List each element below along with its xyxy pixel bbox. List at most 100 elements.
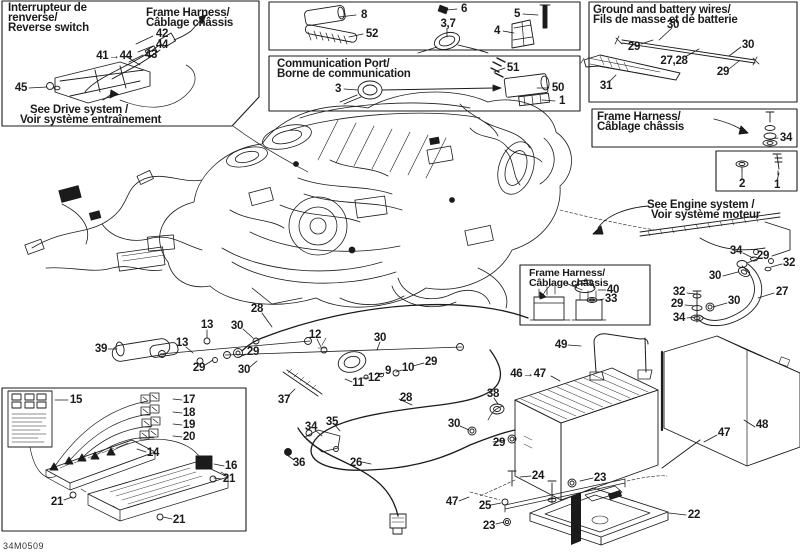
small-parts-drawing	[304, 4, 551, 54]
part-callout-29: 29	[670, 298, 684, 310]
part-callout-48: 48	[755, 419, 769, 431]
part-callout-34: 34	[672, 312, 686, 324]
battery-drawing	[514, 333, 659, 501]
part-callout-11: 11	[352, 377, 364, 389]
part-callout-34: 34	[729, 245, 743, 257]
battery-tray-drawing	[469, 470, 669, 546]
wiring-harness-drawing	[24, 170, 203, 272]
part-callout-30: 30	[708, 270, 722, 282]
part-callout-29: 29	[492, 437, 506, 449]
part-callout-13: 13	[175, 337, 189, 349]
battery-cable-27-drawing	[690, 260, 763, 327]
part-callout-19: 19	[182, 419, 196, 431]
part-callout-47: 47	[717, 427, 731, 439]
part-callout-29: 29	[756, 250, 770, 262]
part-callout-12: 12	[367, 372, 381, 384]
part-callout-33: 33	[604, 293, 618, 305]
part-callout-29: 29	[192, 362, 206, 374]
part-callout-8: 8	[360, 9, 368, 21]
reverse-switch-box	[1, 0, 260, 127]
frame-harness-right-title-line1: Frame Harness/	[597, 111, 681, 123]
reverse-switch-harness-line2: Câblage châssis	[146, 17, 234, 29]
part-callout-36: 36	[292, 457, 306, 469]
communication-port-title-line2: Borne de communication	[277, 68, 411, 80]
part-callout-49: 49	[554, 339, 568, 351]
see-engine-note-line1: See Engine system /	[647, 199, 755, 211]
see-drive-note-line2: Voir système entraînement	[20, 114, 162, 126]
part-callout-6: 6	[460, 3, 468, 15]
part-callout-44: 44	[155, 39, 169, 51]
frame-harness-mid-drawing	[529, 279, 607, 321]
part-callout-40: 40	[606, 284, 620, 296]
frame-harness-right-drawing	[713, 111, 778, 147]
reverse-switch-title-line3: Reverse switch	[8, 22, 89, 34]
part-callout-18: 18	[182, 407, 196, 419]
part-callout-42: 42	[155, 28, 169, 40]
part-callout-24: 24	[531, 470, 545, 482]
part-callout-28: 28	[250, 303, 264, 315]
part-callout-31: 31	[599, 80, 613, 92]
part-callout-13: 13	[200, 319, 214, 331]
part-callout-26: 26	[349, 457, 363, 469]
cable-hardware-drawing	[111, 337, 517, 535]
ground-battery-box	[588, 1, 798, 103]
part-callout-10: 10	[401, 362, 415, 374]
reverse-switch-drawing	[46, 14, 309, 173]
part-callout-50: 50	[551, 82, 565, 94]
frame-harness-mid-title-line2: Câblage châssis	[529, 277, 609, 289]
see-engine-arrow	[592, 205, 649, 235]
part-callout-27: 27	[775, 286, 789, 298]
part-callout-1: 1	[773, 179, 781, 191]
part-callout-29: 29	[716, 66, 730, 78]
part-callout-34: 34	[304, 421, 318, 433]
part-callout-51: 51	[506, 62, 520, 74]
part-callout-27-28: 27,28	[660, 55, 688, 67]
part-callout-14: 14	[146, 447, 160, 459]
part-callout-4: 4	[493, 25, 501, 37]
see-drive-note-line1: See Drive system /	[30, 104, 129, 116]
part-callout-3: 3	[334, 83, 342, 95]
part-callout-45: 45	[14, 82, 28, 94]
part-callout-21: 21	[222, 473, 236, 485]
part-callout-23: 23	[482, 520, 496, 532]
reverse-switch-title-line2: renverse/	[8, 12, 58, 24]
part-callout-47: 47	[445, 496, 459, 508]
part-callout-5: 5	[513, 8, 521, 20]
part-callout-12: 12	[308, 329, 322, 341]
part-callout-39: 39	[94, 343, 108, 355]
part-callout-23: 23	[593, 472, 607, 484]
part-callout-30: 30	[727, 295, 741, 307]
part-callout-28: 28	[399, 392, 413, 404]
washer-bolt-box	[715, 150, 798, 192]
part-callout-41-44: 41→44	[96, 50, 132, 62]
part-callout-30: 30	[230, 320, 244, 332]
ground-battery-drawing	[580, 35, 760, 81]
ground-battery-title-line2: Fils de masse et de batterie	[593, 14, 738, 26]
part-callout-43: 43	[144, 49, 158, 61]
reverse-switch-harness-line1: Frame Harness/	[146, 7, 230, 19]
part-callout-52: 52	[365, 28, 379, 40]
communication-port-box	[268, 55, 581, 112]
part-callout-30: 30	[373, 332, 387, 344]
part-callout-30: 30	[447, 418, 461, 430]
communication-port-drawing	[339, 57, 550, 107]
frame-harness-mid-title-line1: Frame Harness/	[529, 267, 605, 279]
part-callout-30: 30	[666, 19, 680, 31]
part-callout-30: 30	[741, 39, 755, 51]
battery-cover-drawing	[660, 335, 800, 469]
part-callout-21: 21	[172, 514, 186, 526]
frame-harness-right-box	[591, 108, 798, 148]
part-callout-21: 21	[50, 496, 64, 508]
part-callout-35: 35	[325, 416, 339, 428]
part-callout-16: 16	[224, 460, 238, 472]
part-callout-29: 29	[246, 346, 260, 358]
part-callout-1: 1	[558, 95, 566, 107]
small-parts-box	[268, 1, 581, 51]
part-callout-9: 9	[384, 365, 392, 377]
cables-drawing	[159, 303, 529, 517]
part-callout-34: 34	[779, 132, 793, 144]
ground-battery-title-line1: Ground and battery wires/	[593, 4, 731, 16]
part-callout-15: 15	[69, 394, 83, 406]
